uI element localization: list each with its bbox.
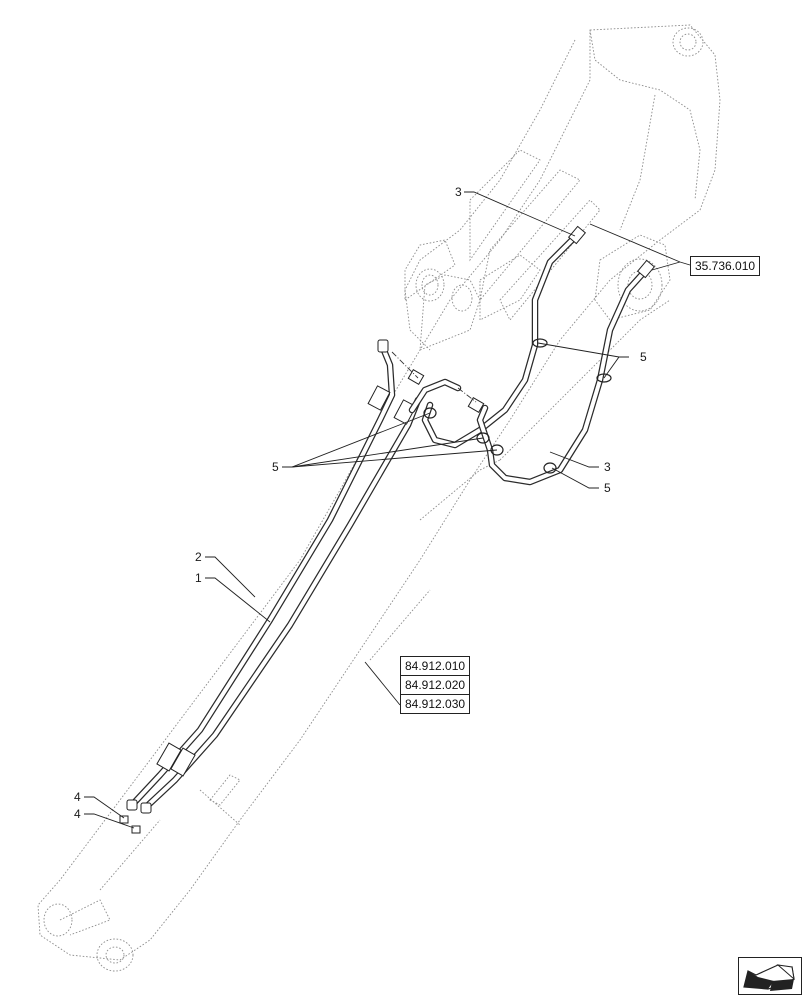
hose-1-2-group [126,339,422,814]
callout-numbers: 3 5 5 3 5 2 1 4 4 [74,185,647,821]
callout-item-5: 5 [604,481,611,495]
callout-item-2: 2 [195,550,202,564]
reference-box-stack: 84.912.010 84.912.020 84.912.030 [400,656,471,714]
adapter [131,825,141,834]
adapter [119,815,129,824]
hose-sleeve [367,385,391,411]
hose-sleeve [170,747,196,777]
clamp [543,462,557,474]
reference-box[interactable]: 84.912.030 [400,694,471,714]
clamp [476,432,490,444]
hose-end-fitting [567,225,587,245]
callout-item-5: 5 [640,350,647,364]
elbow-fittings [391,351,485,414]
clamp [532,338,548,348]
reference-box-upper[interactable]: 35.736.010 [690,256,761,276]
clamp [423,407,437,419]
callout-item-5: 5 [272,460,279,474]
callout-item-4: 4 [74,807,81,821]
hose-sleeve [156,742,182,772]
hose-end-fitting [140,802,152,814]
hose-end-fitting [377,339,389,353]
clamps [423,338,612,474]
clamp [490,444,504,456]
callout-item-1: 1 [195,571,202,585]
callout-item-3: 3 [455,185,462,199]
reference-box[interactable]: 84.912.010 [400,656,471,675]
fitting [467,396,485,414]
fitting [407,368,425,386]
hose-sleeve [393,399,417,425]
callout-item-4: 4 [74,790,81,804]
adapters [119,815,141,834]
navigation-arrow-icon[interactable] [738,957,802,995]
hose-end-fitting [636,259,656,279]
reference-box[interactable]: 84.912.020 [400,675,471,694]
hose-3-group [421,225,656,486]
leader-lines [84,191,691,829]
clamp [596,373,612,383]
hose-end-fitting [126,799,138,811]
callout-item-3: 3 [604,460,611,474]
